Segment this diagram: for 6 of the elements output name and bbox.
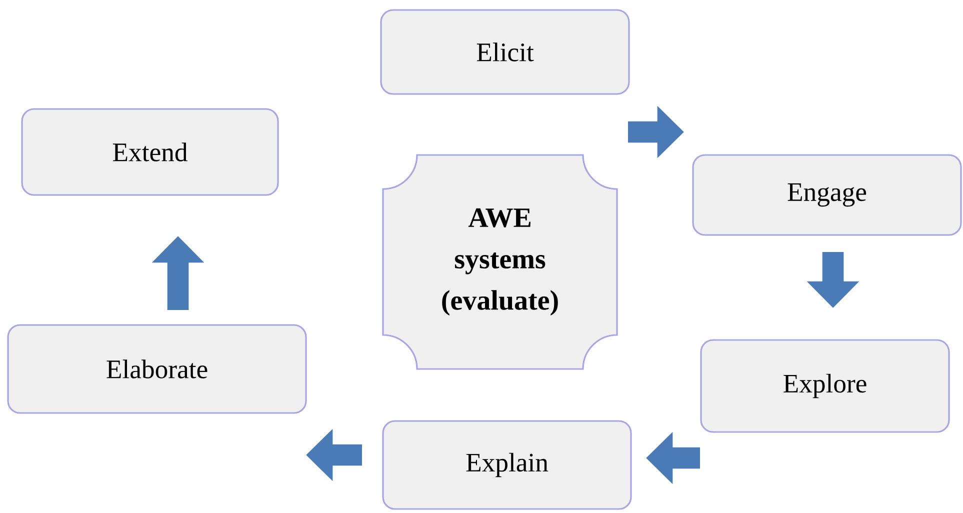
process-box: Explore: [700, 339, 950, 433]
process-box: Elicit: [380, 9, 630, 95]
process-box: Engage: [692, 154, 962, 236]
process-box: Extend: [21, 108, 279, 196]
process-box: Elaborate: [7, 324, 307, 414]
process-box: Explain: [382, 420, 632, 510]
